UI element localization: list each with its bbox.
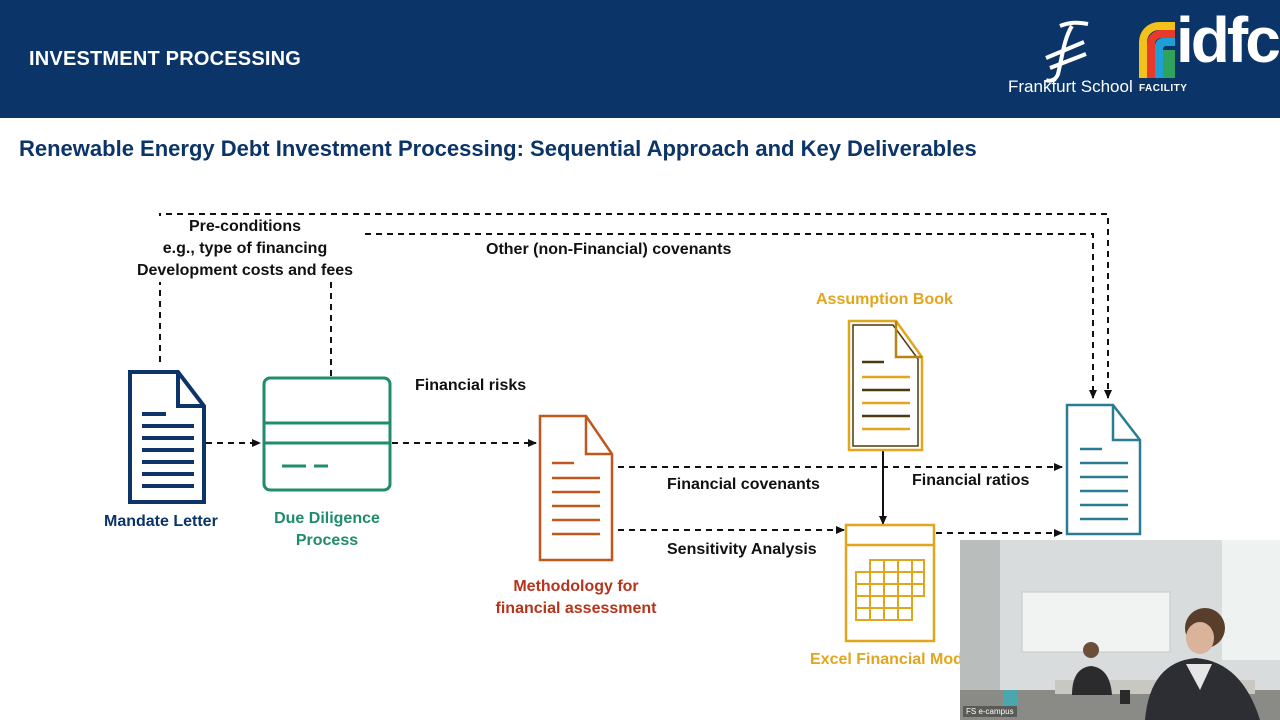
other-covenants-label: Other (non-Financial) covenants bbox=[486, 241, 732, 258]
idfc-rainbow-icon bbox=[1139, 22, 1175, 78]
webcam-video-overlay[interactable]: FS e-campus bbox=[960, 540, 1280, 720]
frankfurt-school-logo-icon bbox=[1045, 20, 1089, 83]
preconditions-line-1: Pre-conditions bbox=[188, 218, 301, 235]
excel-financial-model-label: Excel Financial Mod bbox=[810, 651, 963, 668]
frankfurt-school-name: Frankfurt School bbox=[1008, 77, 1133, 96]
methodology-line-2: financial assessment bbox=[495, 600, 657, 617]
financial-risks-label: Financial risks bbox=[415, 377, 527, 394]
preconditions-line-3: Development costs and fees bbox=[136, 262, 354, 279]
methodology-label: Methodology for financial assessment bbox=[486, 576, 666, 620]
preconditions-connector bbox=[159, 213, 1112, 399]
due-diligence-label: Due Diligence Process bbox=[252, 508, 402, 552]
methodology-document-icon bbox=[538, 414, 614, 562]
preconditions-line-2: e.g., type of financing bbox=[162, 240, 328, 257]
due-diligence-line-1: Due Diligence bbox=[274, 510, 380, 527]
webcam-caption: FS e-campus bbox=[963, 706, 1017, 717]
preconditions-label: Pre-conditions e.g., type of financing D… bbox=[130, 216, 360, 282]
dashed-connectors bbox=[159, 213, 1112, 537]
slide-title: Renewable Energy Debt Investment Process… bbox=[19, 136, 977, 161]
header-bar: INVESTMENT PROCESSING Frankfurt School i… bbox=[0, 0, 1280, 118]
idfc-facility-text: FACILITY bbox=[1139, 83, 1188, 94]
mandate-letter-label: Mandate Letter bbox=[104, 513, 218, 530]
due-diligence-card-icon bbox=[262, 376, 392, 492]
output-document-icon bbox=[1065, 403, 1142, 536]
assumption-book-label: Assumption Book bbox=[816, 291, 953, 308]
idfc-logo-text: idfc bbox=[1176, 4, 1280, 76]
section-title: INVESTMENT PROCESSING bbox=[29, 48, 302, 70]
sensitivity-analysis-label: Sensitivity Analysis bbox=[667, 541, 817, 558]
methodology-line-1: Methodology for bbox=[513, 578, 639, 595]
assumption-book-document-icon bbox=[847, 319, 924, 452]
excel-financial-model-icon bbox=[844, 523, 936, 643]
other-covenants-connector bbox=[330, 233, 1097, 399]
financial-covenants-label: Financial covenants bbox=[667, 476, 820, 493]
due-diligence-line-2: Process bbox=[295, 532, 359, 549]
financial-ratios-label: Financial ratios bbox=[912, 472, 1030, 489]
webcam-scene-image bbox=[960, 540, 1280, 720]
mandate-letter-document-icon bbox=[128, 370, 206, 504]
